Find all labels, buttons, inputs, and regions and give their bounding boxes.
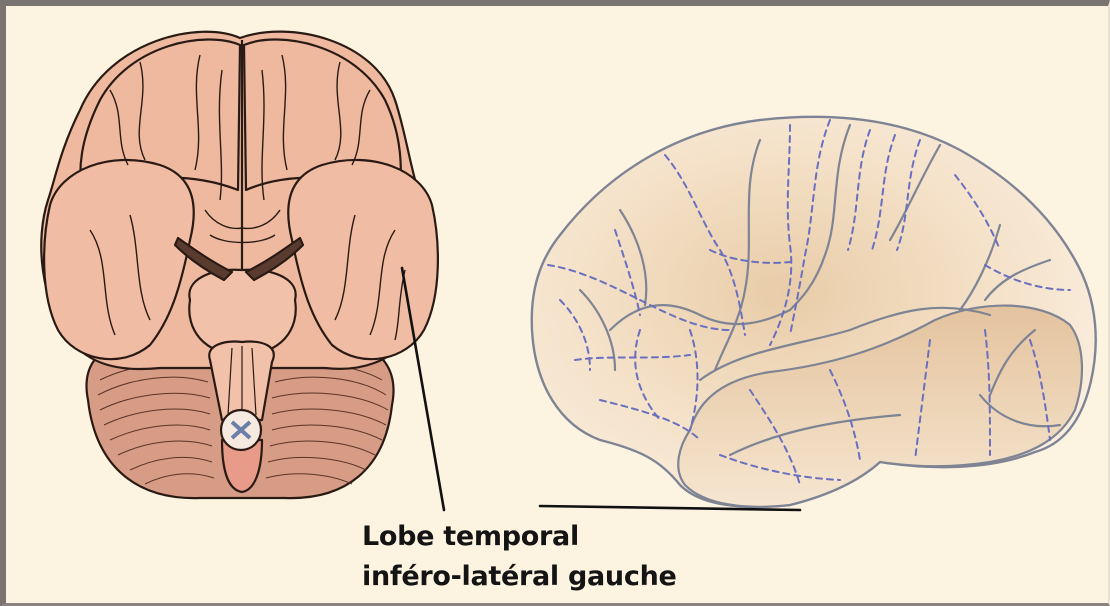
caption-line-2: inféro-latéral gauche (362, 557, 677, 597)
inferior-view-brain (41, 32, 438, 498)
lateral-view-brain (532, 117, 1096, 507)
caption-line-1: Lobe temporal (362, 517, 677, 557)
temporal-lobe-caption: Lobe temporal inféro-latéral gauche (362, 517, 677, 597)
